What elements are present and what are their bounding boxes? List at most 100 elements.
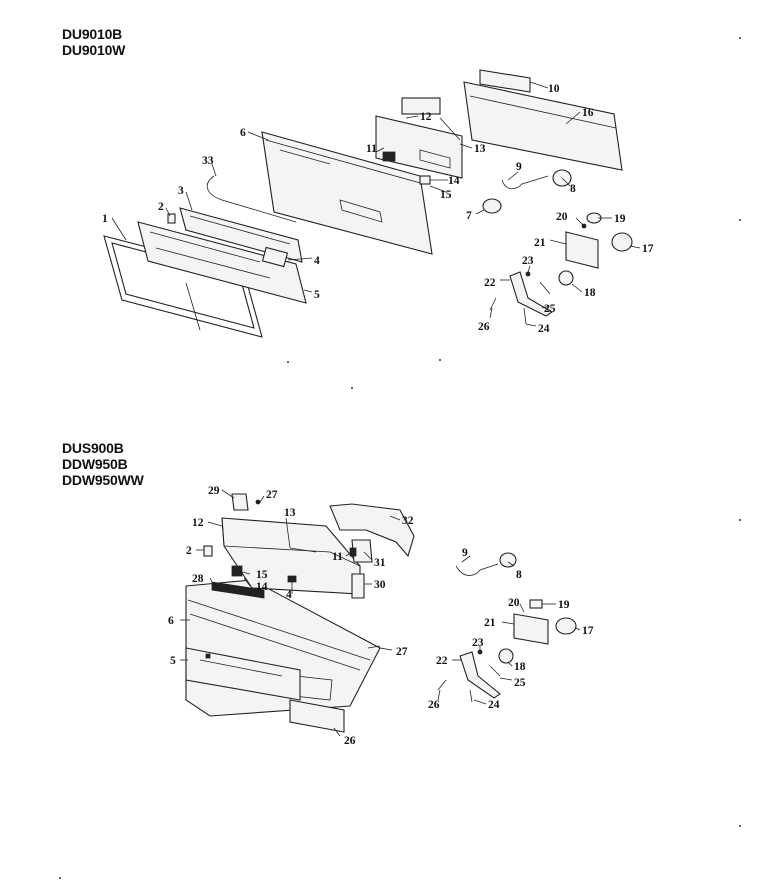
callout-22: 22: [484, 277, 496, 289]
callout-12: 12: [192, 517, 204, 529]
callout-15: 15: [440, 189, 452, 201]
callout-15: 15: [256, 569, 268, 581]
callout-4: 4: [286, 589, 292, 601]
part-22-lever: [459, 651, 501, 699]
callout-18: 18: [584, 287, 596, 299]
part-14-part: [419, 175, 431, 185]
part-9-wire: [501, 175, 549, 190]
callout-26: 26: [428, 699, 440, 711]
callout-21: 21: [484, 617, 496, 629]
callout-30: 30: [374, 579, 386, 591]
model-list-bottom: DUS900B DDW950B DDW950WW: [62, 440, 144, 488]
part-27-screw: [255, 499, 261, 505]
callout-10: 10: [548, 83, 560, 95]
part-23-part: [477, 649, 483, 655]
callout-8: 8: [516, 569, 522, 581]
callout-5: 5: [314, 289, 320, 301]
callout-19: 19: [614, 213, 626, 225]
callout-14: 14: [256, 581, 268, 593]
callout-2: 2: [186, 545, 192, 557]
callout-6: 6: [240, 127, 246, 139]
part-23-part: [525, 271, 531, 277]
callout-27: 27: [396, 646, 408, 658]
callout-3: 3: [178, 185, 184, 197]
part-26-part: [437, 679, 447, 691]
callout-33: 33: [202, 155, 214, 167]
callout-1: 1: [102, 213, 108, 225]
part-17-motor: [555, 617, 577, 635]
part-24-spring: [523, 307, 527, 325]
callout-25: 25: [514, 677, 526, 689]
part-25-part: [539, 281, 551, 295]
part-25-part: [489, 665, 501, 677]
part-21-bracket: [565, 231, 599, 269]
callout-16: 16: [582, 107, 594, 119]
part-5-panel: [137, 221, 307, 304]
callout-9: 9: [462, 547, 468, 559]
callout-14: 14: [448, 175, 460, 187]
model-number: DDW950WW: [62, 472, 144, 488]
callout-26: 26: [478, 321, 490, 333]
callout-6: 6: [168, 615, 174, 627]
model-number: DDW950B: [62, 456, 128, 472]
part-5-panel: [185, 647, 301, 701]
callout-27: 27: [266, 489, 278, 501]
callout-28: 28: [192, 573, 204, 585]
callout-24: 24: [488, 699, 500, 711]
part-28-keypad: [211, 581, 265, 599]
callout-20: 20: [508, 597, 520, 609]
part-2-clip: [203, 545, 213, 557]
callout-22: 22: [436, 655, 448, 667]
model-number: DUS900B: [62, 440, 124, 456]
callout-11: 11: [332, 551, 343, 563]
callout-13: 13: [474, 143, 486, 155]
part-27-screw: [367, 645, 381, 649]
part-19-part: [529, 599, 543, 609]
part-26-part: [489, 297, 497, 311]
callout-21: 21: [534, 237, 546, 249]
callout-18: 18: [514, 661, 526, 673]
callout-31: 31: [374, 557, 386, 569]
part-33-cable: [206, 175, 297, 223]
part-11-part: [382, 151, 396, 162]
callout-13: 13: [284, 507, 296, 519]
exploded-view-bottom: 29 27 12 13 32 2 11 31 15 14 28 30 4 9 8…: [168, 485, 594, 747]
part-12-control-board: [375, 97, 463, 179]
part-4-part: [287, 575, 297, 583]
part-17-motor: [611, 232, 633, 252]
callout-23: 23: [522, 255, 534, 267]
part-18-wheel: [498, 648, 514, 664]
model-list-top: DU9010B DU9010W: [62, 26, 125, 58]
callout-17: 17: [582, 625, 594, 637]
callout-29: 29: [208, 485, 220, 497]
part-18-wheel: [558, 270, 574, 286]
model-number: DU9010B: [62, 26, 123, 42]
part-26-strip: [289, 699, 345, 733]
part-4-label: [261, 246, 289, 268]
callout-11: 11: [366, 143, 377, 155]
callout-7: 7: [466, 210, 472, 222]
part-8-cap: [499, 552, 517, 568]
part-7-knob: [482, 198, 502, 214]
callout-4: 4: [314, 255, 320, 267]
part-21-bracket: [513, 613, 549, 645]
model-number: DU9010W: [62, 42, 126, 58]
part-16-bracket: [463, 69, 623, 171]
callout-9: 9: [516, 161, 522, 173]
callout-19: 19: [558, 599, 570, 611]
part-22-lever: [509, 271, 554, 317]
exploded-view-top: 1 2 3 33 4 5 6 7 8 9 10 11 12 13 14 15 1…: [102, 69, 654, 338]
part-30-part: [351, 573, 365, 599]
callout-32: 32: [402, 515, 414, 527]
callout-20: 20: [556, 211, 568, 223]
part-6-console: [261, 131, 433, 255]
callout-26: 26: [344, 735, 356, 747]
callout-24: 24: [538, 323, 550, 335]
callout-5: 5: [170, 655, 176, 667]
callout-8: 8: [570, 183, 576, 195]
part-9-wire: [455, 563, 499, 576]
part-2-clip: [167, 213, 176, 224]
part-11-part: [349, 547, 357, 557]
callout-2: 2: [158, 201, 164, 213]
